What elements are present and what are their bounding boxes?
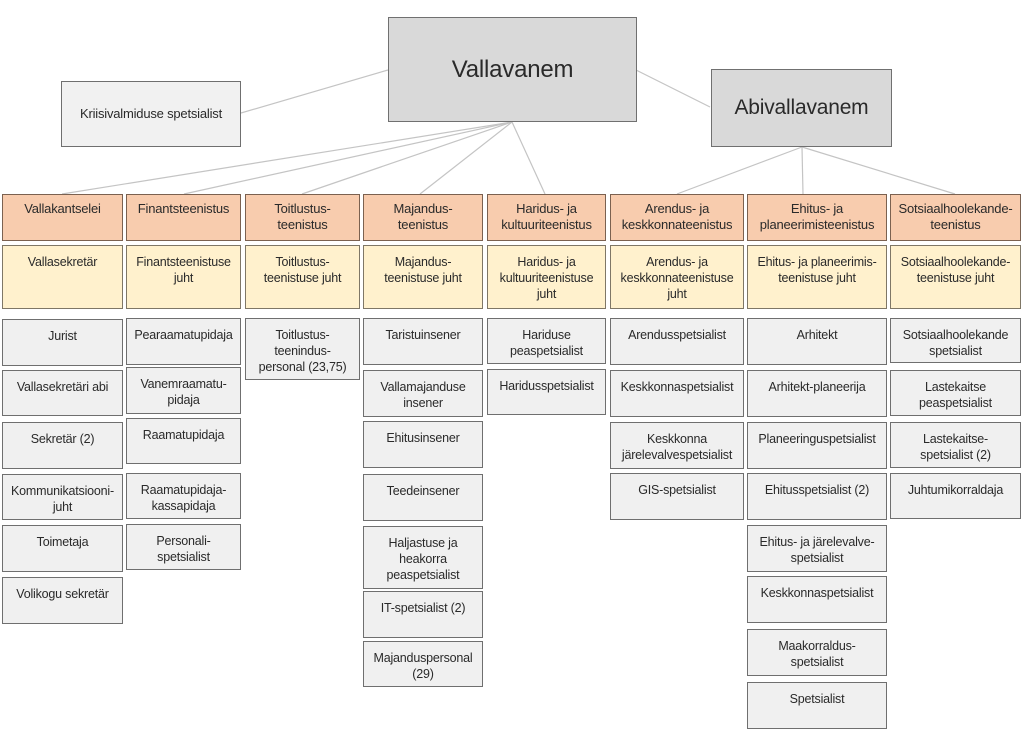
position-box: Teedeinsener	[363, 474, 483, 521]
department-head-box: Sotsiaalhoolekande- teenistuse juht	[890, 245, 1021, 309]
deputy-mayor-title: Abivallavanem	[734, 96, 869, 119]
position-box: Arhitekt	[747, 318, 887, 365]
position-box: Raamatupidaja	[126, 418, 241, 464]
position-box: IT-spetsialist (2)	[363, 591, 483, 638]
connector-line	[240, 69, 389, 114]
department-box: Haridus- ja kultuuriteenistus	[487, 194, 606, 241]
connector-line	[635, 69, 711, 108]
department-box: Finantsteenistus	[126, 194, 241, 241]
crisis-specialist-box: Kriisivalmiduse spetsialist	[61, 81, 241, 147]
position-box: Juhtumikorraldaja	[890, 473, 1021, 519]
position-box: Ehitusinsener	[363, 421, 483, 468]
position-box: Sotsiaalhoolekande spetsialist	[890, 318, 1021, 363]
position-box: Maakorraldus- spetsialist	[747, 629, 887, 676]
department-head-box: Haridus- ja kultuuriteenistuse juht	[487, 245, 606, 309]
department-head-box: Finantsteenistuse juht	[126, 245, 241, 309]
department-head-box: Majandus- teenistuse juht	[363, 245, 483, 309]
position-box: Keskkonnaspetsialist	[610, 370, 744, 417]
connector-line	[676, 146, 803, 195]
position-box: Sekretär (2)	[2, 422, 123, 469]
mayor-box: Vallavanem	[388, 17, 637, 122]
position-box: Majanduspersonal (29)	[363, 641, 483, 687]
position-box: Taristuinsener	[363, 318, 483, 365]
position-box: Lastekaitse peaspetsialist	[890, 370, 1021, 416]
connector-line	[511, 121, 546, 195]
connector-line	[419, 121, 513, 195]
position-box: Toimetaja	[2, 525, 123, 572]
position-box: Pearaamatupidaja	[126, 318, 241, 365]
department-head-box: Ehitus- ja planeerimis- teenistuse juht	[747, 245, 887, 309]
position-box: Arendusspetsialist	[610, 318, 744, 365]
position-box: Haridusspetsialist	[487, 369, 606, 415]
position-box: Volikogu sekretär	[2, 577, 123, 624]
position-box: Haljastuse ja heakorra peaspetsialist	[363, 526, 483, 589]
deputy-mayor-box: Abivallavanem	[711, 69, 892, 147]
position-box: Toitlustus- teenindus- personal (23,75)	[245, 318, 360, 380]
mayor-title: Vallavanem	[451, 55, 574, 83]
department-head-box: Toitlustus- teenistuse juht	[245, 245, 360, 309]
position-box: Spetsialist	[747, 682, 887, 729]
position-box: Hariduse peaspetsialist	[487, 318, 606, 364]
connector-line	[801, 146, 804, 195]
department-box: Toitlustus- teenistus	[245, 194, 360, 241]
department-box: Arendus- ja keskkonnateenistus	[610, 194, 744, 241]
position-box: Ehitus- ja järelevalve- spetsialist	[747, 525, 887, 572]
position-box: Keskkonnaspetsialist	[747, 576, 887, 623]
position-box: Raamatupidaja- kassapidaja	[126, 473, 241, 519]
connector-line	[301, 121, 513, 195]
department-head-box: Vallasekretär	[2, 245, 123, 309]
crisis-specialist-title: Kriisivalmiduse spetsialist	[80, 106, 222, 121]
department-box: Vallakantselei	[2, 194, 123, 241]
position-box: Ehitusspetsialist (2)	[747, 473, 887, 520]
position-box: Keskkonna järelevalvespetsialist	[610, 422, 744, 469]
department-box: Sotsiaalhoolekande- teenistus	[890, 194, 1021, 241]
position-box: Vallamajanduse insener	[363, 370, 483, 417]
position-box: Lastekaitse- spetsialist (2)	[890, 422, 1021, 468]
position-box: Arhitekt-planeerija	[747, 370, 887, 417]
position-box: Jurist	[2, 319, 123, 366]
department-box: Majandus- teenistus	[363, 194, 483, 241]
position-box: Planeeringuspetsialist	[747, 422, 887, 469]
position-box: Personali- spetsialist	[126, 524, 241, 570]
position-box: Vallasekretäri abi	[2, 370, 123, 416]
department-box: Ehitus- ja planeerimisteenistus	[747, 194, 887, 241]
position-box: Vanemraamatu- pidaja	[126, 367, 241, 414]
position-box: Kommunikatsiooni- juht	[2, 474, 123, 520]
connector-line	[801, 146, 956, 195]
department-head-box: Arendus- ja keskkonnateenistuse juht	[610, 245, 744, 309]
position-box: GIS-spetsialist	[610, 473, 744, 520]
